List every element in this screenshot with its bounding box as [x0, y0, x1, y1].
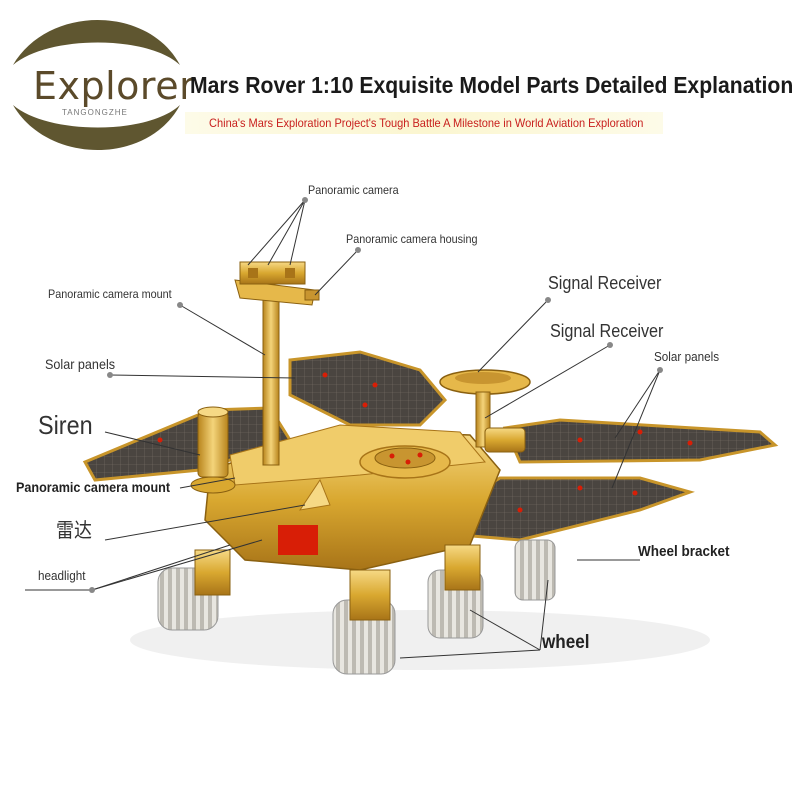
camera-mast — [234, 261, 320, 466]
page-title: Mars Rover 1:10 Exquisite Model Parts De… — [190, 72, 794, 98]
label-headlight: headlight — [38, 568, 86, 583]
label-signal-receiver-2: Signal Receiver — [550, 321, 664, 341]
logo-subtext: TANGONGZHE — [62, 108, 128, 117]
leader-dots — [89, 197, 663, 593]
label-solar-panels-right: Solar panels — [654, 349, 720, 364]
leader-lines — [25, 199, 661, 659]
flag — [278, 525, 318, 555]
logo-name: Explorer — [33, 64, 196, 108]
label-solar-panels-left: Solar panels — [45, 356, 116, 372]
label-signal-receiver-1: Signal Receiver — [548, 273, 662, 293]
label-panoramic-camera-housing: Panoramic camera housing — [346, 232, 478, 246]
label-panoramic-camera-mount-bottom: Panoramic camera mount — [16, 479, 171, 495]
logo-ellipse-icon — [13, 20, 180, 150]
label-radar: 雷达 — [56, 520, 92, 542]
page-subtitle: China's Mars Exploration Project's Tough… — [209, 116, 644, 130]
signal-receiver-dish — [439, 369, 531, 453]
shadow — [130, 610, 710, 670]
wheel-front-left — [157, 549, 231, 631]
siren — [190, 406, 236, 494]
label-panoramic-camera: Panoramic camera — [308, 183, 399, 197]
wheel-front-center — [332, 569, 396, 675]
subtitle-background — [185, 112, 663, 134]
solar-panel-top — [288, 350, 448, 427]
solar-panel-right-upper — [502, 418, 779, 464]
wheel-mid-right — [427, 544, 484, 639]
label-wheel: wheel — [542, 632, 590, 653]
label-siren: Siren — [38, 410, 93, 440]
label-panoramic-camera-mount-top: Panoramic camera mount — [48, 287, 172, 301]
label-wheel-bracket: Wheel bracket — [638, 543, 730, 560]
wheel-rear-right — [514, 539, 556, 601]
logo — [8, 10, 183, 160]
